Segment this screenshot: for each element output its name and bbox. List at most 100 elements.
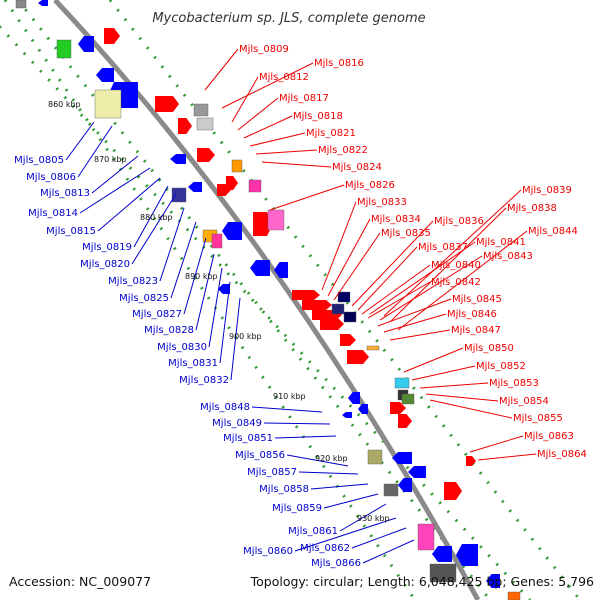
gene-label-reverse[interactable]: Mjls_0860 xyxy=(243,546,293,557)
gene-label-forward[interactable]: Mjls_0840 xyxy=(431,260,481,271)
gene-label-reverse[interactable]: Mjls_0832 xyxy=(179,375,229,386)
label-connector xyxy=(221,62,314,109)
label-connector xyxy=(237,97,279,131)
gene-label-forward[interactable]: Mjls_0864 xyxy=(537,449,587,460)
gene-label-reverse[interactable]: Mjls_0819 xyxy=(82,242,132,253)
gene-feature xyxy=(196,117,214,131)
scale-tick-label: 880 kbp xyxy=(140,213,173,222)
gene-label-forward[interactable]: Mjls_0850 xyxy=(464,343,514,354)
gene-label-reverse[interactable]: Mjls_0813 xyxy=(40,188,90,199)
label-connector xyxy=(361,264,431,315)
gene-label-forward[interactable]: Mjls_0846 xyxy=(447,309,497,320)
gene-label-reverse[interactable]: Mjls_0857 xyxy=(247,467,297,478)
gene-label-forward[interactable]: Mjls_0837 xyxy=(418,242,468,253)
gene-label-forward[interactable]: Mjls_0822 xyxy=(318,145,368,156)
forward-gene xyxy=(178,118,192,134)
gene-label-forward[interactable]: Mjls_0842 xyxy=(431,277,481,288)
gene-feature xyxy=(211,233,223,249)
label-connector xyxy=(159,207,185,282)
forward-gene xyxy=(398,414,412,428)
gene-label-forward[interactable]: Mjls_0843 xyxy=(483,251,533,262)
label-connector xyxy=(170,221,197,299)
label-connector xyxy=(351,220,434,307)
gene-label-reverse[interactable]: Mjls_0827 xyxy=(132,309,182,320)
gene-label-forward[interactable]: Mjls_0834 xyxy=(371,214,421,225)
label-connector xyxy=(261,161,332,168)
guide-dots xyxy=(16,0,492,601)
gene-label-forward[interactable]: Mjls_0812 xyxy=(259,72,309,83)
gene-label-reverse[interactable]: Mjls_0849 xyxy=(212,418,262,429)
forward-gene xyxy=(340,334,356,346)
gene-label-reverse[interactable]: Mjls_0851 xyxy=(223,433,273,444)
gene-label-reverse[interactable]: Mjls_0830 xyxy=(157,342,207,353)
reverse-gene xyxy=(358,404,368,414)
gene-label-forward[interactable]: Mjls_0838 xyxy=(507,203,557,214)
gene-feature xyxy=(331,303,345,315)
gene-label-forward[interactable]: Mjls_0847 xyxy=(451,325,501,336)
gene-label-reverse[interactable]: Mjls_0805 xyxy=(14,155,64,166)
gene-feature xyxy=(15,0,27,9)
gene-label-forward[interactable]: Mjls_0845 xyxy=(452,294,502,305)
label-connector xyxy=(133,185,169,248)
gene-label-forward[interactable]: Mjls_0833 xyxy=(357,197,407,208)
gene-label-forward[interactable]: Mjls_0826 xyxy=(345,180,395,191)
forward-gene xyxy=(320,318,344,330)
gene-label-forward[interactable]: Mjls_0816 xyxy=(314,58,364,69)
gene-label-forward[interactable]: Mjls_0835 xyxy=(381,228,431,239)
gene-label-reverse[interactable]: Mjls_0831 xyxy=(168,358,218,369)
label-connector xyxy=(91,155,139,194)
label-connector xyxy=(195,253,215,331)
gene-label-forward[interactable]: Mjls_0852 xyxy=(476,361,526,372)
gene-label-forward[interactable]: Mjls_0824 xyxy=(332,162,382,173)
gene-label-forward[interactable]: Mjls_0809 xyxy=(239,44,289,55)
gene-label-reverse[interactable]: Mjls_0856 xyxy=(235,450,285,461)
gene-label-forward[interactable]: Mjls_0821 xyxy=(306,128,356,139)
gene-label-forward[interactable]: Mjls_0853 xyxy=(489,378,539,389)
scale-tick-label: 860 kbp xyxy=(48,100,81,109)
gene-label-reverse[interactable]: Mjls_0861 xyxy=(288,526,338,537)
label-connector xyxy=(274,435,337,439)
label-connector xyxy=(263,422,331,425)
dotted-guide-rings xyxy=(0,0,582,602)
gene-label-reverse[interactable]: Mjls_0828 xyxy=(144,325,194,336)
gene-feature xyxy=(337,291,351,303)
gene-label-forward[interactable]: Mjls_0836 xyxy=(434,216,484,227)
gene-label-reverse[interactable]: Mjls_0848 xyxy=(200,402,250,413)
gene-label-reverse[interactable]: Mjls_0823 xyxy=(108,276,158,287)
map-title: Mycobacterium sp. JLS, complete genome xyxy=(152,11,425,26)
gene-label-forward[interactable]: Mjls_0817 xyxy=(279,93,329,104)
gene-label-reverse[interactable]: Mjls_0820 xyxy=(80,259,130,270)
label-connector xyxy=(77,125,113,178)
gene-feature xyxy=(171,187,187,203)
gene-label-reverse[interactable]: Mjls_0866 xyxy=(311,558,361,569)
gene-label-reverse[interactable]: Mjls_0825 xyxy=(119,293,169,304)
gene-label-forward[interactable]: Mjls_0844 xyxy=(528,226,578,237)
gene-label-forward[interactable]: Mjls_0818 xyxy=(293,111,343,122)
gene-label-reverse[interactable]: Mjls_0862 xyxy=(300,543,350,554)
gene-label-reverse[interactable]: Mjls_0814 xyxy=(28,208,78,219)
forward-gene xyxy=(466,456,476,466)
gene-label-reverse[interactable]: Mjls_0806 xyxy=(26,172,76,183)
gene-label-reverse[interactable]: Mjls_0815 xyxy=(46,226,96,237)
gene-label-forward[interactable]: Mjls_0855 xyxy=(513,413,563,424)
reverse-gene xyxy=(274,262,288,278)
gene-label-reverse[interactable]: Mjls_0858 xyxy=(259,484,309,495)
label-connector xyxy=(251,406,323,413)
gene-feature xyxy=(231,159,243,173)
gene-label-forward[interactable]: Mjls_0839 xyxy=(522,185,572,196)
gene-feature xyxy=(429,563,457,583)
scale-tick-label: 920 kbp xyxy=(315,454,348,463)
label-connector xyxy=(411,365,476,381)
reverse-gene xyxy=(432,546,452,562)
gene-label-forward[interactable]: Mjls_0854 xyxy=(499,396,549,407)
gene-label-reverse[interactable]: Mjls_0859 xyxy=(272,503,322,514)
reverse-gene xyxy=(222,222,242,240)
reverse-gene xyxy=(342,412,352,418)
gene-label-forward[interactable]: Mjls_0863 xyxy=(524,431,574,442)
label-connector xyxy=(351,527,407,549)
label-connector xyxy=(397,230,528,331)
gene-label-forward[interactable]: Mjls_0841 xyxy=(476,237,526,248)
label-connector xyxy=(419,382,489,389)
reverse-gene xyxy=(250,260,270,276)
